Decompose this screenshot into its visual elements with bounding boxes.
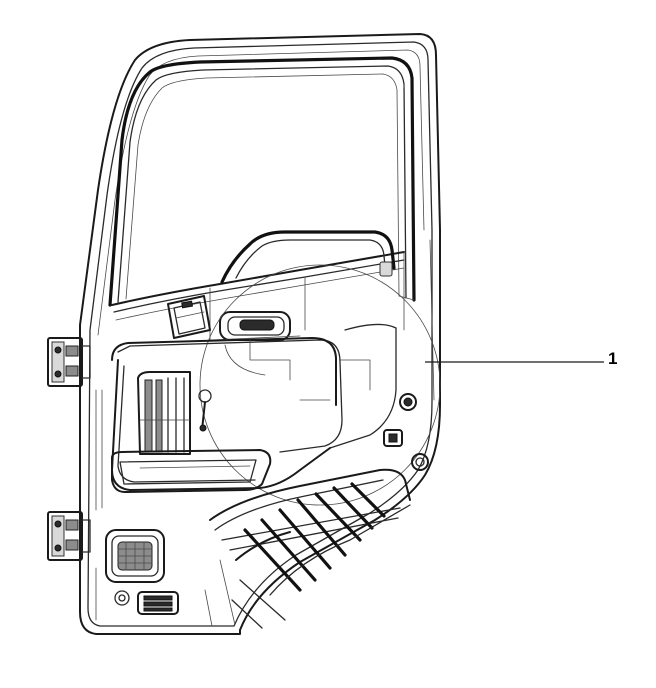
inner-handle: [209, 311, 301, 341]
fasteners: [383, 393, 429, 471]
pull-grip: [220, 230, 396, 284]
lower-hinge: [47, 511, 91, 561]
window-frame: [108, 56, 416, 307]
speaker-grille: [105, 529, 165, 583]
switch-panel: [167, 295, 211, 339]
door-inner-trim-panel: [111, 264, 441, 506]
lower-trim: [204, 468, 411, 629]
upper-hinge: [47, 337, 91, 387]
lower-vent: [114, 590, 179, 615]
door-edge: [95, 239, 435, 621]
map-pocket: [111, 359, 331, 491]
callout-label-1: 1: [608, 349, 618, 368]
armrest: [111, 449, 272, 493]
